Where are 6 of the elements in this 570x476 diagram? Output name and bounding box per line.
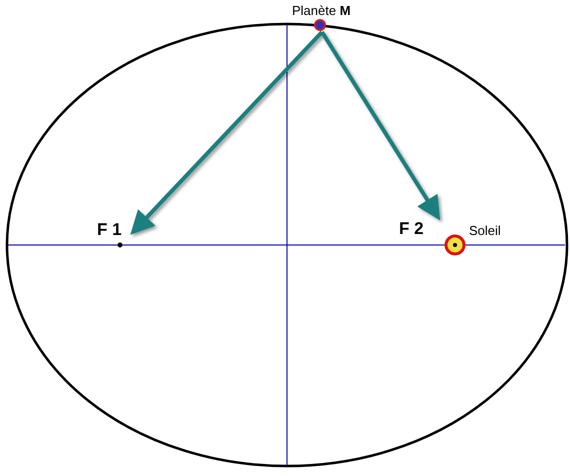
point-caption: Soleil — [469, 223, 501, 238]
arrow — [130, 30, 324, 235]
point-label: Planète M — [292, 3, 351, 18]
point-label: F 2 — [399, 219, 424, 239]
point-label: F 1 — [97, 220, 122, 240]
arrow — [320, 30, 440, 220]
